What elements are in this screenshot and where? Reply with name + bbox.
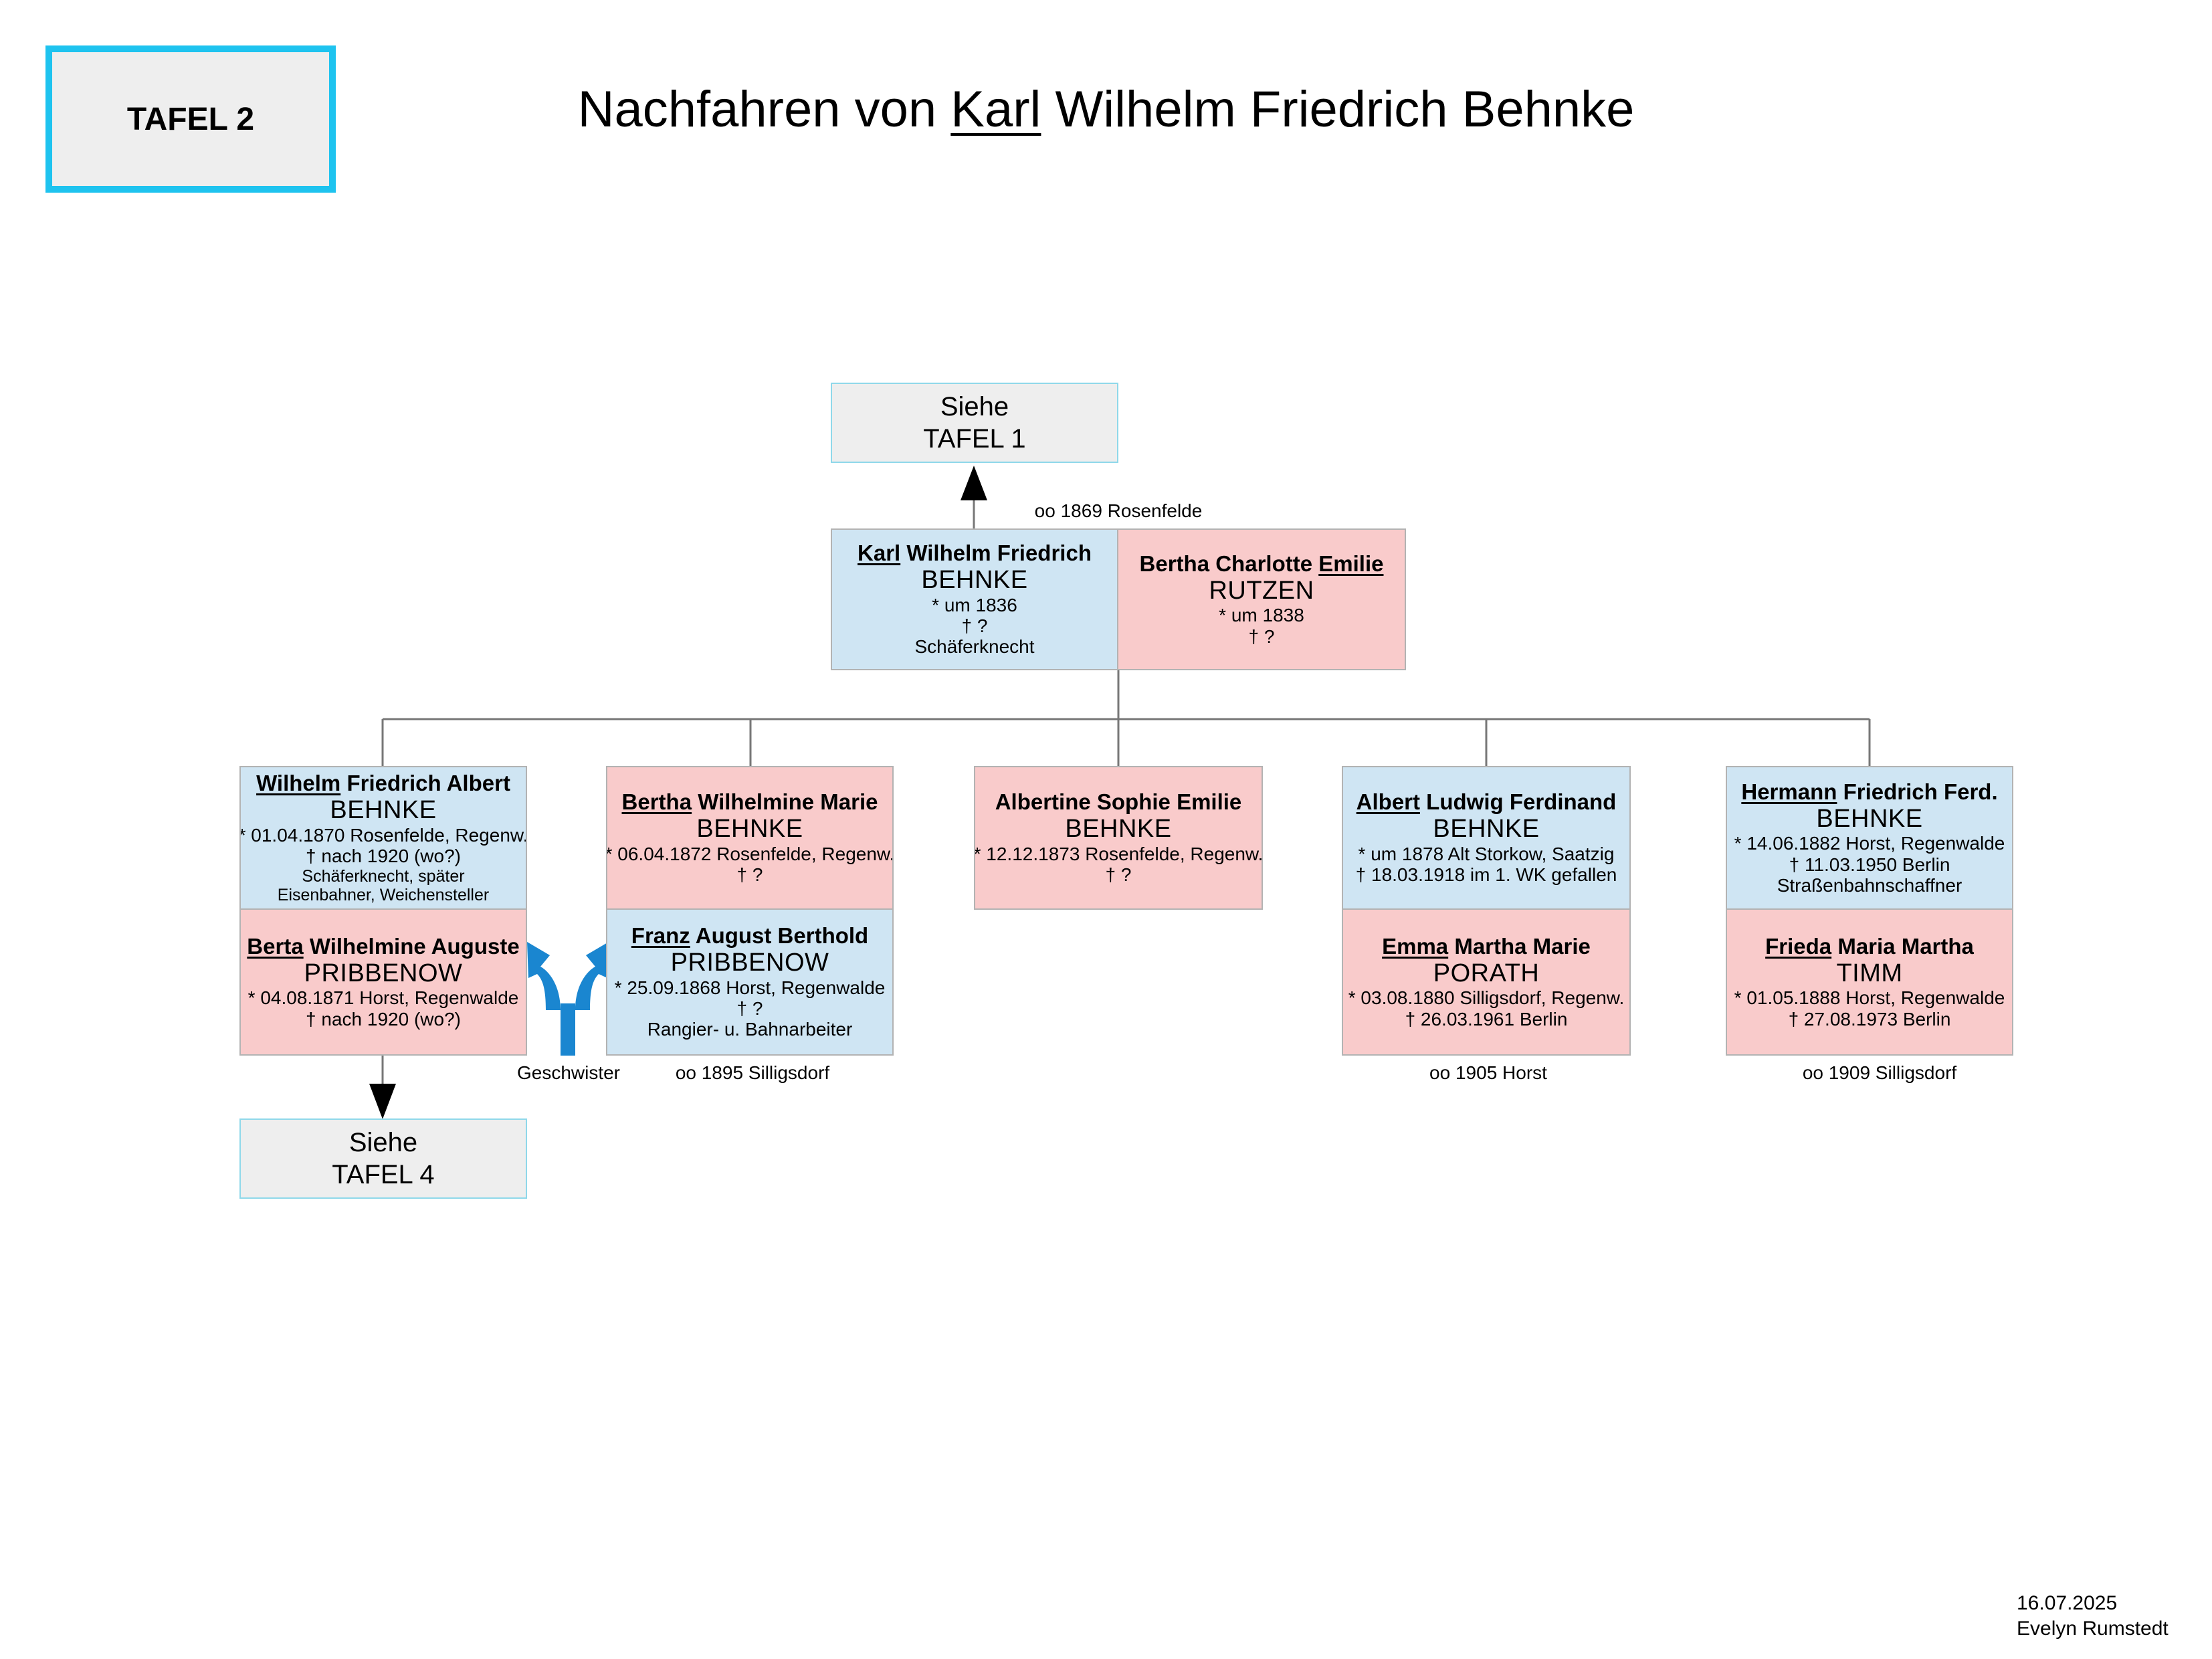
person-given-names: Hermann Friedrich Ferd. bbox=[1741, 779, 1998, 804]
person-occupation: Rangier- u. Bahnarbeiter bbox=[647, 1019, 853, 1040]
child-5-card: Hermann Friedrich Ferd. BEHNKE * 14.06.1… bbox=[1726, 766, 2013, 910]
person-death: † ? bbox=[1248, 625, 1275, 647]
person-death: † 26.03.1961 Berlin bbox=[1405, 1008, 1568, 1030]
person-surname: PORATH bbox=[1433, 959, 1540, 987]
child-2-card: Bertha Wilhelmine Marie BEHNKE * 06.04.1… bbox=[606, 766, 894, 910]
person-given-names: Albertine Sophie Emilie bbox=[995, 789, 1242, 815]
person-death: † nach 1920 (wo?) bbox=[306, 846, 461, 867]
person-given-names: Berta Wilhelmine Auguste bbox=[247, 933, 520, 959]
person-birth: * 12.12.1873 Rosenfelde, Regenw. bbox=[974, 843, 1263, 864]
person-mother: Bertha Charlotte Emilie RUTZEN * um 1838… bbox=[1117, 528, 1406, 670]
person-surname: BEHNKE bbox=[1433, 815, 1540, 844]
child-1-card: Wilhelm Friedrich Albert BEHNKE * 01.04.… bbox=[239, 766, 527, 910]
person-death: † 18.03.1918 im 1. WK gefallen bbox=[1355, 864, 1617, 886]
person-death: † 27.08.1973 Berlin bbox=[1788, 1008, 1951, 1030]
person-birth: * um 1836 bbox=[932, 594, 1017, 615]
child-5-spouse-card: Frieda Maria Martha TIMM * 01.05.1888 Ho… bbox=[1726, 908, 2013, 1056]
person-death: † ? bbox=[1105, 864, 1132, 886]
person-birth: * 14.06.1882 Horst, Regenwalde bbox=[1734, 833, 2005, 854]
person-occupation: Schäferknecht, später bbox=[302, 866, 465, 886]
tafel-badge-label: TAFEL 2 bbox=[126, 101, 255, 137]
person-occupation: Eisenbahner, Weichensteller bbox=[277, 885, 490, 904]
person-occupation: Straßenbahnschaffner bbox=[1777, 874, 1963, 896]
person-given-names: Emma Martha Marie bbox=[1382, 933, 1591, 959]
reference-line1: Siehe bbox=[348, 1128, 418, 1157]
person-given-names: Frieda Maria Martha bbox=[1765, 933, 1974, 959]
person-surname: BEHNKE bbox=[330, 796, 437, 825]
person-surname: TIMM bbox=[1836, 959, 1903, 987]
title-suffix: Wilhelm Friedrich Behnke bbox=[1041, 81, 1635, 138]
title-prefix: Nachfahren von bbox=[577, 81, 951, 138]
person-birth: * um 1878 Alt Storkow, Saatzig bbox=[1358, 843, 1615, 864]
person-death: † ? bbox=[961, 615, 988, 637]
reference-tafel-1[interactable]: Siehe TAFEL 1 bbox=[831, 383, 1118, 463]
person-birth: * 03.08.1880 Silligsdorf, Regenw. bbox=[1348, 987, 1625, 1009]
child-2-marriage-label: oo 1895 Silligsdorf bbox=[675, 1062, 830, 1083]
child-3-card: Albertine Sophie Emilie BEHNKE * 12.12.1… bbox=[974, 766, 1263, 910]
siblings-label: Geschwister bbox=[516, 1062, 621, 1083]
arrow-down-icon bbox=[369, 1084, 396, 1119]
page-title: Nachfahren von Karl Wilhelm Friedrich Be… bbox=[0, 80, 2212, 138]
person-birth: * um 1838 bbox=[1219, 605, 1304, 626]
footer: 16.07.2025 Evelyn Rumstedt bbox=[2017, 1591, 2204, 1641]
person-surname: BEHNKE bbox=[921, 566, 1028, 595]
person-birth: * 04.08.1871 Horst, Regenwalde bbox=[247, 987, 519, 1009]
child-5-marriage-label: oo 1909 Silligsdorf bbox=[1802, 1062, 1957, 1083]
arrow-up-icon bbox=[961, 466, 987, 500]
person-surname: PRIBBENOW bbox=[304, 959, 463, 987]
person-birth: * 01.04.1870 Rosenfelde, Regenw. bbox=[239, 824, 527, 846]
child-4-spouse-card: Emma Martha Marie PORATH * 03.08.1880 Si… bbox=[1342, 908, 1631, 1056]
person-surname: BEHNKE bbox=[1816, 804, 1923, 833]
child-4-marriage-label: oo 1905 Horst bbox=[1429, 1062, 1547, 1083]
child-1-spouse-card: Berta Wilhelmine Auguste PRIBBENOW * 04.… bbox=[239, 908, 527, 1056]
person-surname: RUTZEN bbox=[1209, 576, 1314, 605]
reference-line2: TAFEL 4 bbox=[332, 1160, 435, 1189]
footer-author: Evelyn Rumstedt bbox=[2017, 1617, 2169, 1640]
person-surname: PRIBBENOW bbox=[670, 949, 829, 977]
person-given-names: Karl Wilhelm Friedrich bbox=[858, 541, 1092, 566]
child-2-spouse-card: Franz August Berthold PRIBBENOW * 25.09.… bbox=[606, 908, 894, 1056]
person-given-names: Franz August Berthold bbox=[631, 923, 869, 949]
person-birth: * 06.04.1872 Rosenfelde, Regenw. bbox=[606, 843, 894, 864]
footer-date: 16.07.2025 bbox=[2017, 1592, 2118, 1614]
reference-line1: Siehe bbox=[940, 392, 1009, 421]
reference-tafel-4[interactable]: Siehe TAFEL 4 bbox=[239, 1118, 527, 1199]
person-father: Karl Wilhelm Friedrich BEHNKE * um 1836 … bbox=[831, 528, 1118, 670]
person-surname: BEHNKE bbox=[696, 815, 803, 844]
title-underlined-name: Karl bbox=[950, 81, 1041, 138]
person-surname: BEHNKE bbox=[1065, 815, 1172, 844]
person-death: † nach 1920 (wo?) bbox=[306, 1008, 461, 1030]
sibling-split-arrow-icon bbox=[527, 942, 609, 1056]
person-given-names: Bertha Charlotte Emilie bbox=[1139, 551, 1384, 576]
person-given-names: Albert Ludwig Ferdinand bbox=[1356, 789, 1617, 815]
reference-line2: TAFEL 1 bbox=[923, 424, 1026, 454]
person-occupation: Schäferknecht bbox=[914, 636, 1035, 658]
person-death: † ? bbox=[736, 864, 763, 886]
child-4-card: Albert Ludwig Ferdinand BEHNKE * um 1878… bbox=[1342, 766, 1631, 910]
person-death: † 11.03.1950 Berlin bbox=[1789, 854, 1950, 875]
person-given-names: Wilhelm Friedrich Albert bbox=[256, 771, 510, 796]
person-birth: * 25.09.1868 Horst, Regenwalde bbox=[614, 977, 886, 998]
parents-marriage-label: oo 1869 Rosenfelde bbox=[1034, 500, 1203, 521]
person-death: † ? bbox=[736, 998, 763, 1019]
tafel-badge: TAFEL 2 bbox=[45, 45, 336, 193]
person-birth: * 01.05.1888 Horst, Regenwalde bbox=[1734, 987, 2005, 1009]
person-given-names: Bertha Wilhelmine Marie bbox=[621, 789, 878, 815]
